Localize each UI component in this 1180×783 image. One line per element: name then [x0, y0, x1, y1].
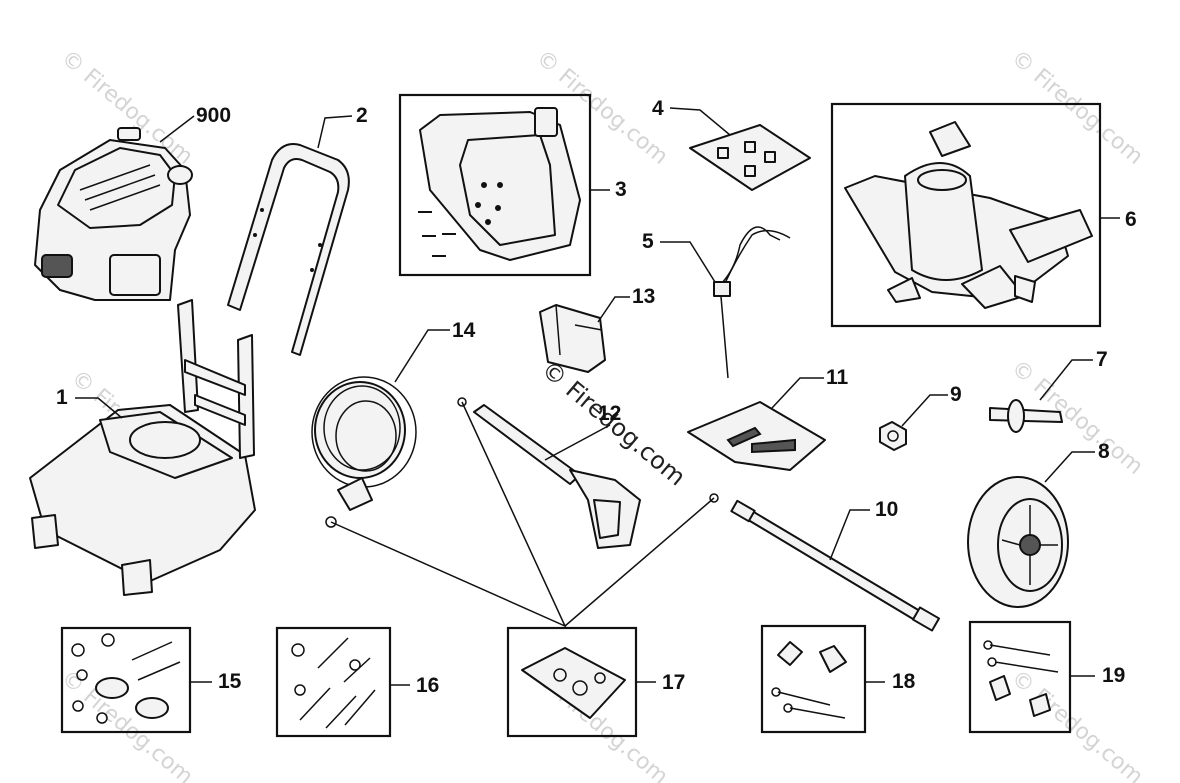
wheel-part-8: 8	[967, 440, 1110, 608]
callout-2: 2	[356, 104, 368, 127]
callout-8: 8	[1098, 440, 1110, 463]
callout-13: 13	[632, 285, 655, 308]
nut-part-9: 9	[879, 383, 962, 451]
callout-1: 1	[56, 386, 68, 409]
bolt-kit-part-19: 19	[968, 620, 1125, 734]
control-panel-part-3: 3	[398, 93, 627, 277]
callout-17: 17	[662, 671, 685, 694]
callout-6: 6	[1125, 208, 1137, 231]
callout-5: 5	[642, 230, 654, 253]
callout-15: 15	[218, 670, 242, 693]
bolt-kit-part-16: 16	[275, 626, 439, 738]
callout-10: 10	[875, 498, 898, 521]
callout-18: 18	[892, 670, 916, 693]
callout-9: 9	[950, 383, 962, 406]
callout-3: 3	[615, 178, 627, 201]
frame-part-1: 1	[29, 299, 256, 596]
decal-bag-part-11: 11	[687, 366, 849, 471]
engine-part-900: 900	[34, 104, 231, 301]
callout-7: 7	[1096, 348, 1108, 371]
cable-part-5: 5	[642, 226, 791, 379]
callout-19: 19	[1102, 664, 1125, 687]
oring-kit-part-17: 17	[330, 401, 715, 738]
knob-kit-part-18: 18	[760, 624, 916, 734]
hardware-kit-part-15: 15	[60, 626, 242, 734]
watermark-text: © Firedog.com	[1006, 665, 1147, 783]
spray-gun-part-12: 12	[457, 397, 641, 549]
fastener-bag-part-4: 4	[652, 97, 811, 191]
handle-part-2: 2	[227, 104, 368, 356]
lance-part-10: 10	[709, 493, 941, 632]
callout-11: 11	[826, 366, 849, 389]
axle-part-7: 7	[989, 348, 1108, 433]
callout-16: 16	[416, 674, 439, 697]
callout-12: 12	[598, 402, 621, 425]
hose-part-14: 14	[311, 319, 476, 528]
pump-part-6: 6	[830, 102, 1137, 328]
bracket-part-13: 13	[539, 285, 655, 373]
callout-900: 900	[196, 104, 231, 127]
watermark-text: © Firedog.com	[1006, 45, 1147, 169]
callout-4: 4	[652, 97, 664, 120]
callout-14: 14	[452, 319, 476, 342]
